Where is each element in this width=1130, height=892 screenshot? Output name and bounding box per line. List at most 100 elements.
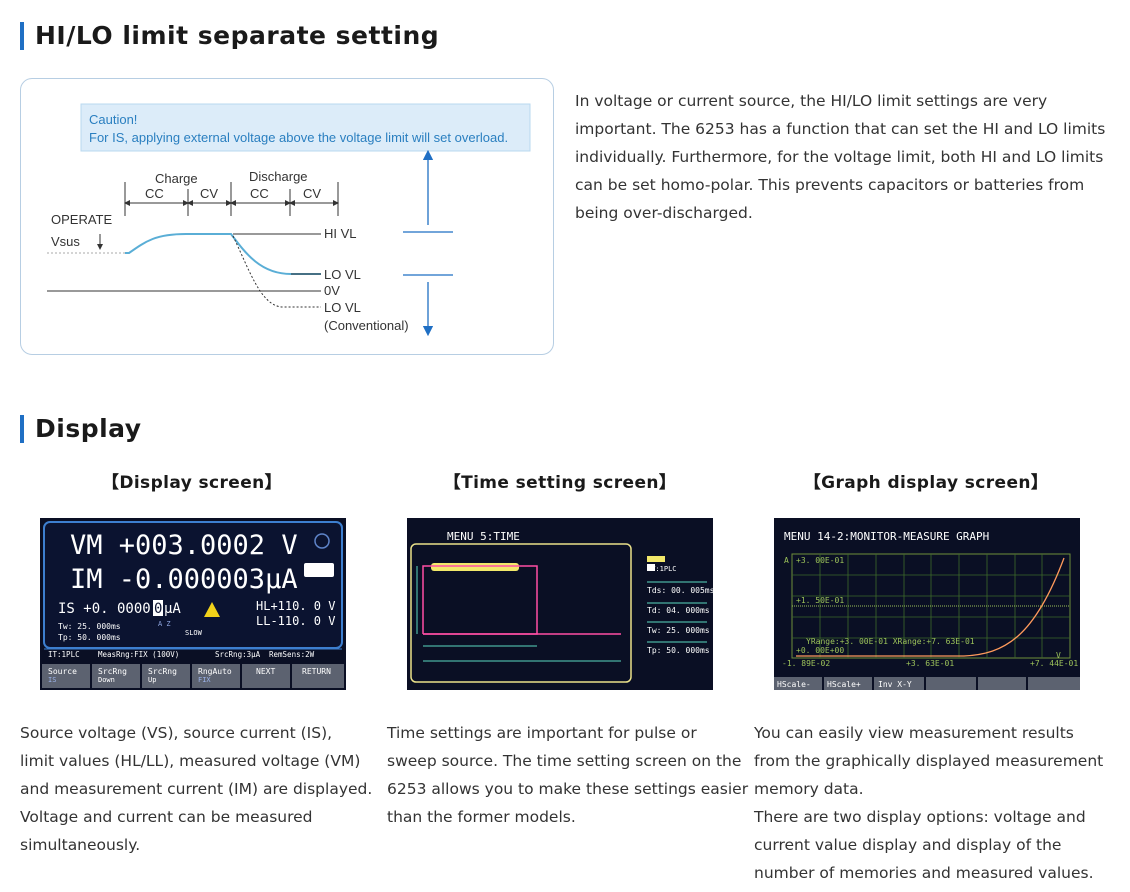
desc-line: Time settings are important for pulse or — [387, 724, 697, 742]
warning-icon — [204, 602, 220, 617]
time-setting-description: Time settings are important for pulse or… — [387, 719, 749, 831]
desc-line: current value display and display of the — [754, 836, 1062, 854]
softkey-srcrng-down: SrcRng — [98, 667, 127, 676]
softkey-return: RETURN — [302, 667, 331, 676]
is-readout: IS +0. 0000 — [58, 601, 151, 617]
time-tds: Tds: 00. 005ms — [647, 586, 713, 595]
section-title-display: Display — [20, 415, 142, 443]
time-menu-title: MENU 5:TIME — [447, 530, 520, 543]
caption-display-screen: 【Display screen】 — [101, 473, 283, 493]
graph-display-description: You can easily view measurement results … — [754, 719, 1103, 887]
is-cursor: 0 — [154, 601, 162, 617]
discharge-label: Discharge — [249, 169, 308, 184]
graph-yrange: YRange:+3. 00E-01 XRange:+7. 63E-01 — [806, 637, 975, 646]
vm-readout: VM +003.0002 V — [70, 530, 298, 561]
graph-a-label: A — [784, 556, 789, 565]
ll-readout: LL-110. 0 V — [256, 614, 335, 628]
desc-line: 6253 allows you to make these settings e… — [387, 780, 749, 798]
desc-line: You can easily view measurement results — [754, 724, 1074, 742]
phase-markers — [124, 182, 339, 216]
display-screen-description: Source voltage (VS), source current (IS)… — [20, 719, 373, 859]
display-screen-image: VM +003.0002 V IM -0.000003μA IS +0. 000… — [40, 518, 346, 690]
graph-menu-title: MENU 14-2:MONITOR-MEASURE GRAPH — [784, 530, 989, 543]
tp-readout: Tp: 50. 000ms — [58, 633, 121, 642]
softkey-rngauto: RngAuto — [198, 667, 232, 676]
voltage-curve — [125, 233, 321, 275]
softkey-hscale-minus: HScale- — [777, 680, 811, 689]
hilo-limit-diagram: Caution! For IS, applying external volta… — [20, 78, 554, 355]
graph-x-mid: +3. 63E-01 — [906, 659, 954, 668]
status-remsens: RemSens:2W — [269, 650, 315, 659]
status-measrng: MeasRng:FIX (100V) — [98, 650, 179, 659]
softkey-source-sub: IS — [48, 676, 56, 684]
status-it: IT:1PLC — [48, 650, 80, 659]
hilo-line: In voltage or current source, the HI/LO … — [575, 92, 1048, 110]
desc-line: simultaneously. — [20, 836, 141, 854]
graph-display-screen-image: MENU 14-2:MONITOR-MEASURE GRAPH A +3. 00… — [774, 518, 1080, 690]
time-setting-screen-image: MENU 5:TIME IT:1PLC Tds: 00. 005ms Td: 0… — [407, 518, 713, 690]
vsus-label: Vsus — [51, 234, 80, 249]
time-td: Td: 04. 000ms — [647, 606, 710, 615]
tw-readout: Tw: 25. 000ms — [58, 622, 121, 631]
cv1-label: CV — [200, 186, 218, 201]
softkey-source: Source — [48, 667, 77, 676]
caution-title: Caution! — [89, 112, 137, 127]
conventional-label: (Conventional) — [324, 318, 409, 333]
caption-time-setting-screen: 【Time setting screen】 — [443, 473, 677, 493]
softkey-inv-xy: Inv X-Y — [878, 680, 912, 689]
graph-v-label: V — [1056, 651, 1061, 660]
softkey-srcrng-up-sub: Up — [148, 676, 156, 684]
time-it: IT:1PLC — [647, 565, 677, 573]
desc-line: memory data. — [754, 780, 864, 798]
graph-x-right: +7. 44E-01 — [1030, 659, 1078, 668]
hl-readout: HL+110. 0 V — [256, 599, 335, 613]
desc-line: Source voltage (VS), source current (IS)… — [20, 724, 333, 742]
desc-line: There are two display options: voltage a… — [754, 808, 1086, 826]
cc1-label: CC — [145, 186, 164, 201]
lovl-conventional-label: LO VL — [324, 300, 361, 315]
caution-text: For IS, applying external voltage above … — [89, 130, 508, 145]
slow-label: SLOW — [185, 629, 203, 637]
softkey-rngauto-sub: FIX — [198, 676, 211, 684]
time-tp: Tp: 50. 000ms — [647, 646, 710, 655]
cv2-label: CV — [303, 186, 321, 201]
az-label: A Z — [158, 620, 171, 628]
desc-line: limit values (HL/LL), measured voltage (… — [20, 752, 361, 770]
graph-curve — [796, 557, 1065, 657]
softkey-hscale-plus: HScale+ — [827, 680, 861, 689]
softkey-srcrng-up: SrcRng — [148, 667, 177, 676]
zero-label: 0V — [324, 283, 340, 298]
hivl-label: HI VL — [324, 226, 357, 241]
hilo-line: individually. Furthermore, for the volta… — [575, 148, 1104, 166]
desc-line: and measurement current (IM) are display… — [20, 780, 373, 798]
hilo-line: important. The 6253 has a function that … — [575, 120, 1106, 138]
section-title-hilo: HI/LO limit separate setting — [20, 22, 439, 50]
cc2-label: CC — [250, 186, 269, 201]
desc-line: than the former models. — [387, 808, 576, 826]
operate-label: OPERATE — [51, 212, 112, 227]
time-tw: Tw: 25. 000ms — [647, 626, 710, 635]
im-readout: IM -0.000003μA — [70, 564, 298, 595]
softkey-next: NEXT — [256, 667, 275, 676]
graph-y-top: +3. 00E-01 — [796, 556, 844, 565]
indicator-block — [304, 563, 334, 577]
caption-graph-display-screen: 【Graph display screen】 — [803, 473, 1049, 493]
desc-line: sweep source. The time setting screen on… — [387, 752, 742, 770]
desc-line: number of memories and measured values. — [754, 864, 1094, 882]
status-srcrng: SrcRng:3μA — [215, 650, 261, 659]
hilo-description: In voltage or current source, the HI/LO … — [575, 87, 1106, 227]
desc-line: Voltage and current can be measured — [20, 808, 313, 826]
softkey-srcrng-down-sub: Down — [98, 676, 115, 684]
softkey-bar: Source IS SrcRng Down SrcRng Up RngAuto … — [42, 664, 344, 688]
range-icon — [314, 533, 330, 549]
graph-y-zero: +0. 00E+00 — [796, 646, 844, 655]
lovl-label: LO VL — [324, 267, 361, 282]
is-unit: μA — [164, 601, 181, 617]
hilo-line: can be set homo-polar. This prevents cap… — [575, 176, 1085, 194]
graph-y-mid: +1. 50E-01 — [796, 596, 844, 605]
caution-box — [80, 103, 531, 152]
charge-label: Charge — [155, 171, 198, 186]
graph-x-left: -1. 89E-02 — [782, 659, 830, 668]
graph-softkey-bar: HScale- HScale+ Inv X-Y — [774, 677, 1080, 690]
hilo-line: being over-discharged. — [575, 204, 753, 222]
